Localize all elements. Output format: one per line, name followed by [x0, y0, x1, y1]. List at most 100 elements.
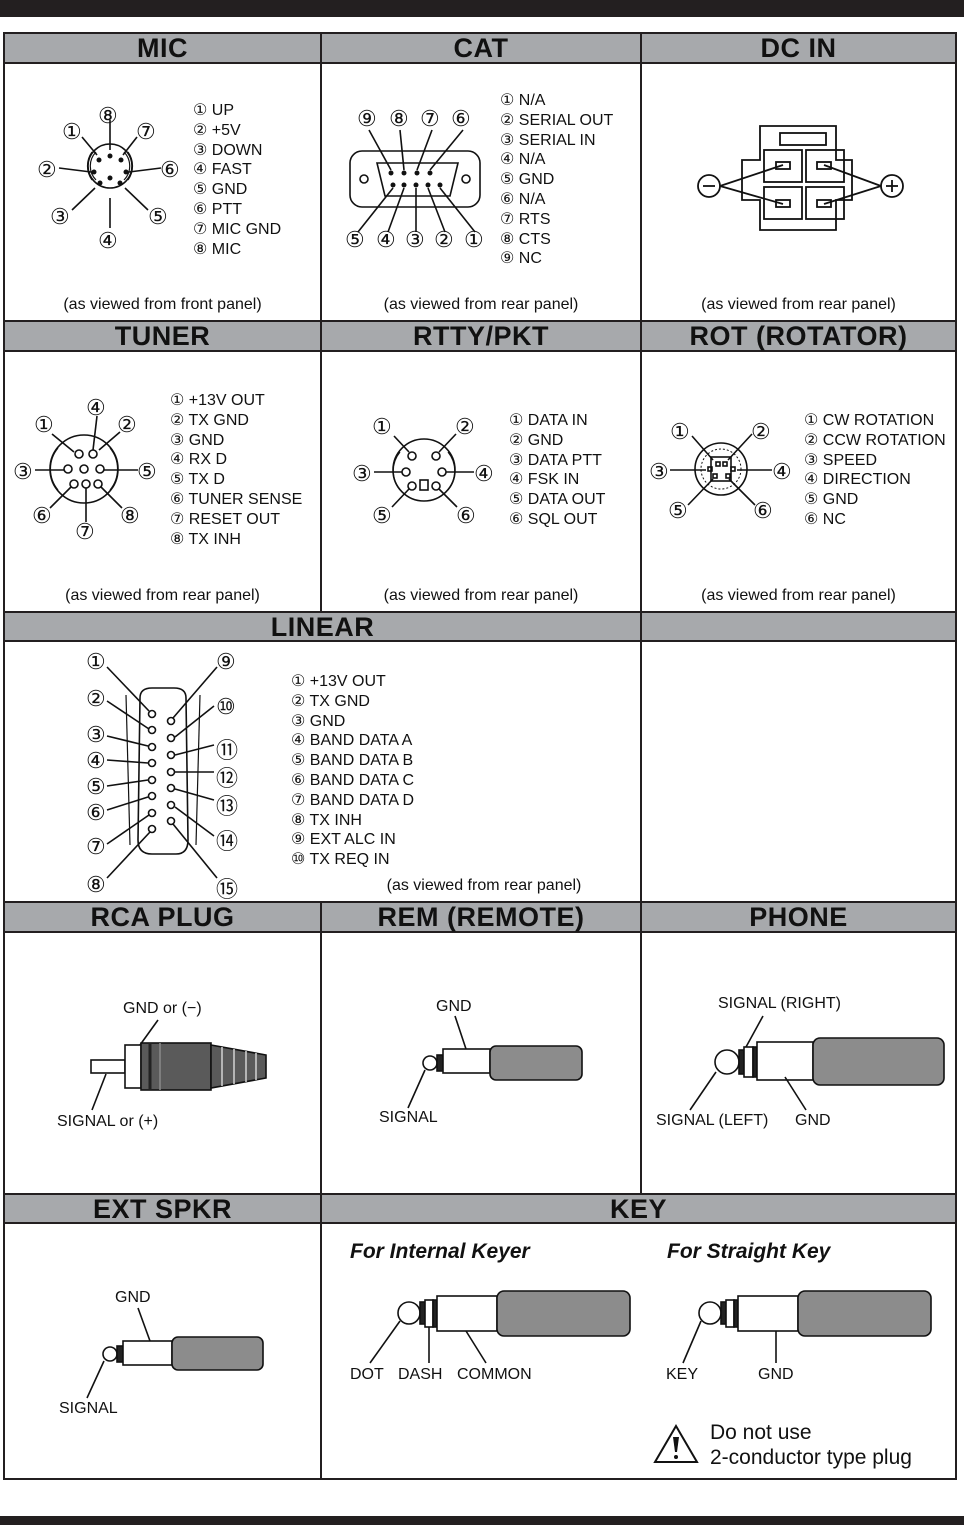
- pin-number: ⑧: [98, 103, 118, 128]
- pin-label: ① UP: [193, 102, 235, 119]
- rot-pin-list: ① CW ROTATION ② CCW ROTATION ③ SPEED ④ D…: [804, 411, 946, 530]
- pin-label: ④ DIRECTION: [804, 471, 911, 489]
- column-divider: [320, 34, 322, 612]
- pin-label: ② GND: [509, 431, 564, 449]
- pin-number: ③: [50, 204, 70, 229]
- tuner-header: TUNER: [5, 322, 320, 352]
- pin-label: ⑤ BAND DATA B: [291, 752, 414, 770]
- pin-label: ⑥ SQL OUT: [509, 510, 598, 528]
- pin-label: ③ SPEED: [804, 451, 878, 469]
- pin-number: ⑤: [148, 204, 168, 229]
- warning-line-2: 2-conductor type plug: [710, 1446, 912, 1469]
- pin-number: ⑧: [389, 106, 409, 131]
- rem-signal-label: SIGNAL: [379, 1109, 438, 1126]
- pin-number: ③: [405, 227, 425, 252]
- linear-caption: (as viewed from rear panel): [386, 877, 582, 894]
- pin-number: ④: [376, 227, 396, 252]
- ext-spkr-header: EXT SPKR: [5, 1195, 320, 1224]
- pin-number: ④: [86, 748, 106, 773]
- tuner-caption: (as viewed from rear panel): [65, 587, 260, 604]
- pin-label: ② SERIAL OUT: [500, 111, 614, 129]
- pin-number: ④: [86, 395, 106, 420]
- pin-number: ⑮: [216, 877, 239, 902]
- phone-signal-right-label: SIGNAL (RIGHT): [718, 995, 841, 1012]
- rot-header: ROT (ROTATOR): [642, 322, 955, 352]
- pin-label: ⑥ N/A: [500, 190, 546, 208]
- pin-label: ① +13V OUT: [291, 673, 386, 690]
- pin-number: ⑩: [216, 694, 236, 719]
- dcin-caption: (as viewed from rear panel): [701, 296, 896, 313]
- pin-number: ①: [464, 227, 484, 252]
- pin-number: ⑦: [75, 519, 95, 544]
- pin-number: ⑤: [137, 459, 157, 484]
- pin-number: ⑥: [753, 498, 773, 523]
- pin-number: ②: [37, 157, 57, 182]
- pin-label: ⑦ MIC GND: [193, 220, 282, 238]
- row-divider: [5, 320, 955, 322]
- pin-number: ⑤: [86, 774, 106, 799]
- pin-number: ③: [86, 722, 106, 747]
- pin-label: ③ DOWN: [193, 141, 263, 159]
- pin-number: ⑧: [120, 503, 140, 528]
- pin-number: ①: [670, 419, 690, 444]
- mic-caption: (as viewed from front panel): [63, 296, 262, 313]
- pin-label: ⑥ BAND DATA C: [291, 771, 415, 789]
- pin-label: ② +5V: [193, 121, 241, 139]
- connector-table: [3, 32, 957, 1480]
- empty-header: [642, 613, 955, 642]
- mic-header: MIC: [5, 34, 320, 64]
- top-bar: [0, 0, 964, 17]
- rtty-caption: (as viewed from rear panel): [383, 587, 579, 604]
- pin-label: ⑤ TX D: [170, 471, 225, 489]
- tuner-pin-list: ① +13V OUT ② TX GND ③ GND ④ RX D ⑤ TX D …: [170, 391, 302, 549]
- pin-label: ② TX GND: [170, 411, 249, 429]
- pin-label: ④ FSK IN: [509, 471, 580, 489]
- pin-number: ⑤: [345, 227, 365, 252]
- pin-label: ⑧ MIC: [193, 240, 242, 258]
- rca-header: RCA PLUG: [5, 903, 320, 933]
- pin-number: ①: [372, 414, 392, 439]
- common-label: COMMON: [457, 1366, 532, 1383]
- pin-label: ⑤ GND: [500, 171, 555, 189]
- cat-pin-list: ① N/A ② SERIAL OUT ③ SERIAL IN ④ N/A ⑤ G…: [500, 91, 613, 269]
- rtty-pin-list: ① DATA IN ② GND ③ DATA PTT ④ FSK IN ⑤ DA…: [509, 411, 605, 530]
- pin-label: ⑦ BAND DATA D: [291, 791, 415, 809]
- pin-number: ②: [86, 686, 106, 711]
- pin-label: ③ SERIAL IN: [500, 131, 596, 149]
- mic-pin-list: ① UP ② +5V ③ DOWN ④ FAST ⑤ GND ⑥ PTT ⑦ M…: [193, 101, 281, 259]
- pin-number: ⑦: [86, 834, 106, 859]
- pin-label: ① CW ROTATION: [804, 412, 935, 429]
- pin-label: ⑧ TX INH: [291, 811, 362, 829]
- pin-label: ⑤ DATA OUT: [509, 491, 606, 509]
- pin-label: ⑦ RTS: [500, 210, 551, 228]
- pin-number: ③: [13, 459, 33, 484]
- key-label: KEY: [666, 1366, 699, 1383]
- internal-keyer-heading: For Internal Keyer: [350, 1240, 530, 1263]
- pin-number: ⑥: [451, 106, 471, 131]
- pin-label: ① DATA IN: [509, 412, 588, 429]
- pin-number: ②: [751, 419, 771, 444]
- ext-spkr-gnd-label: GND: [115, 1289, 151, 1306]
- phone-signal-left-label: SIGNAL (LEFT): [656, 1112, 769, 1129]
- pin-label: ① N/A: [500, 92, 546, 109]
- pin-number: ②: [117, 412, 137, 437]
- pin-number: ⑨: [216, 649, 236, 674]
- dot-label: DOT: [350, 1366, 384, 1383]
- pin-number: ④: [772, 459, 792, 484]
- pin-label: ② CCW ROTATION: [804, 431, 946, 449]
- pin-label: ② TX GND: [291, 692, 370, 710]
- pin-label: ③ DATA PTT: [509, 451, 602, 469]
- pin-number: ④: [98, 228, 118, 253]
- row-divider: [5, 1193, 955, 1195]
- pin-number: ⑤: [372, 503, 392, 528]
- pin-number: ②: [434, 227, 454, 252]
- pin-label: ⑥ TUNER SENSE: [170, 490, 303, 508]
- pin-label: ⑤ GND: [804, 491, 859, 509]
- pin-label: ④ RX D: [170, 451, 228, 469]
- column-divider: [320, 902, 322, 1478]
